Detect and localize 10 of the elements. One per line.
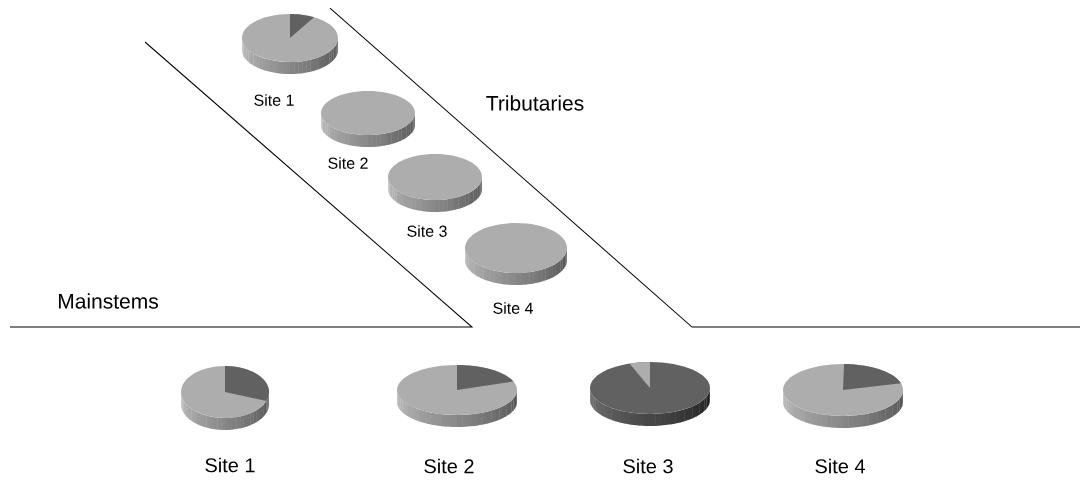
site-label: Site 4 xyxy=(815,458,865,474)
channel-label: Mainstems xyxy=(58,293,158,309)
site-label: Site 2 xyxy=(424,458,474,474)
site-label: Site 2 xyxy=(328,157,368,169)
site-label: Site 4 xyxy=(493,302,533,314)
site-label: Site 3 xyxy=(623,458,673,474)
channel-label: Tributaries xyxy=(486,95,584,111)
site-label: Site 1 xyxy=(205,457,255,473)
site-label: Site 1 xyxy=(254,94,294,106)
site-label: Site 3 xyxy=(407,225,447,237)
